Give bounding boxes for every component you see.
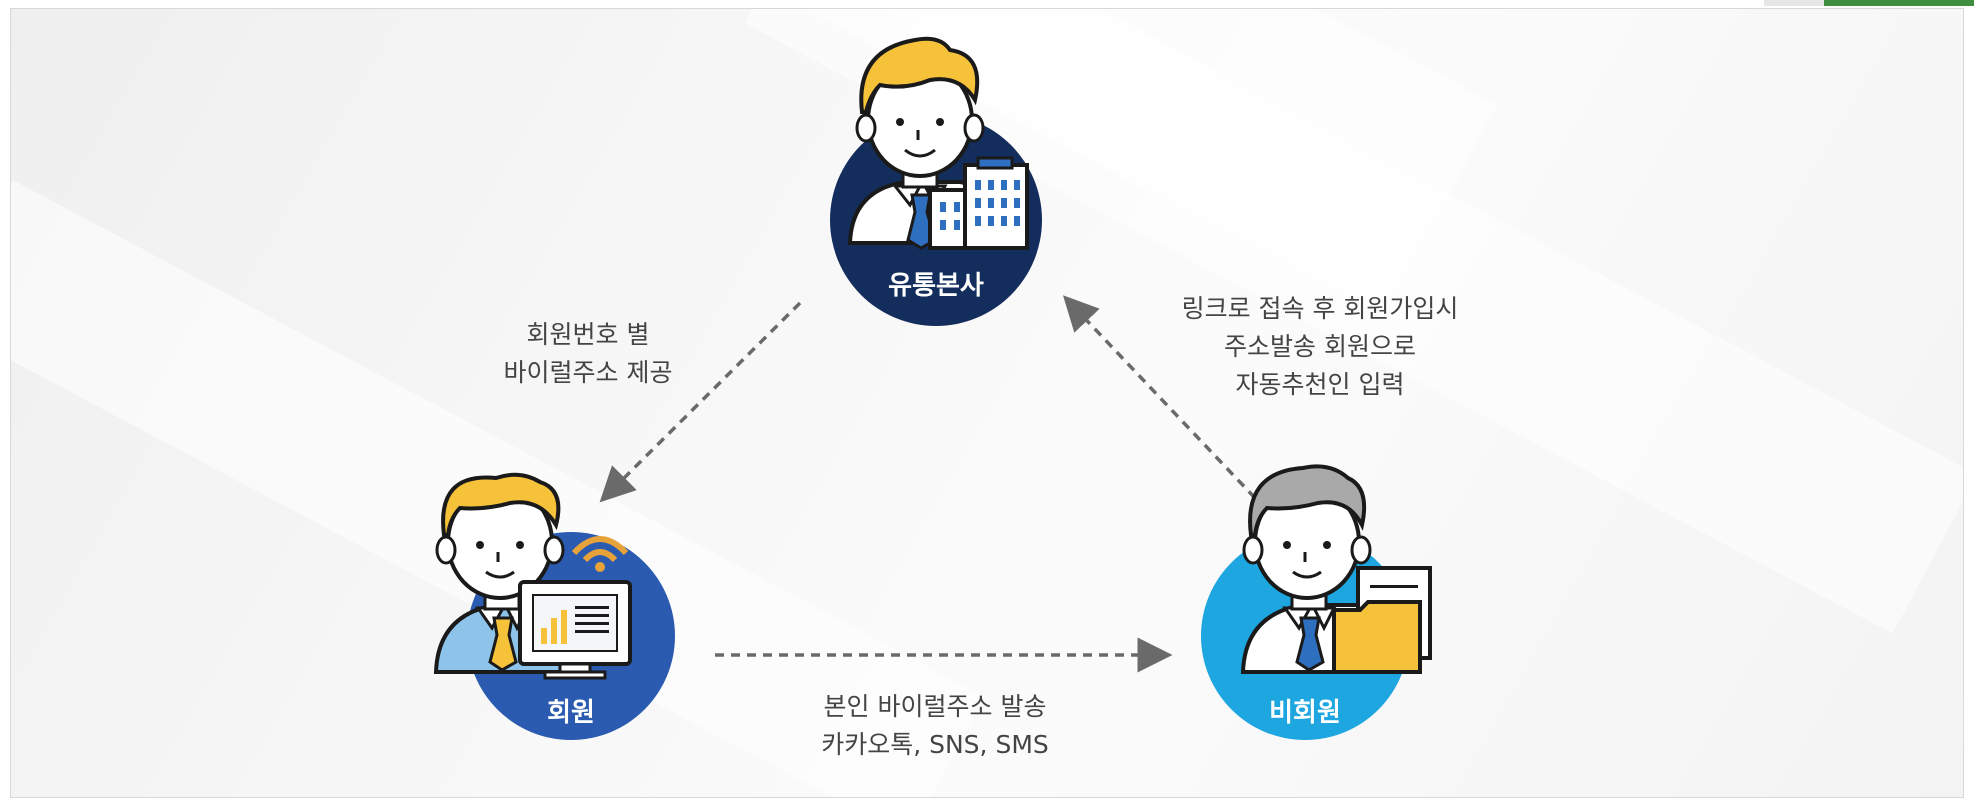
arrow-nonmember-to-hq: [1062, 295, 1257, 500]
caption-member-to-nonmember: 본인 바이럴주소 발송 카카오톡, SNS, SMS: [780, 688, 1090, 764]
node-nonmember: [1201, 464, 1432, 740]
caption-hq-to-member: 회원번호 별 바이럴주소 제공: [458, 316, 718, 392]
caption-line: 자동추천인 입력: [1235, 370, 1405, 399]
arrow-hq-to-member: [599, 301, 802, 503]
node-hq: [830, 36, 1042, 326]
corner-tab-green: [1824, 0, 1974, 6]
building-icon: [928, 156, 1029, 250]
monitor-icon: [518, 580, 632, 680]
node-label-nonmember: 비회원: [1269, 698, 1341, 728]
caption-line: 바이럴주소 제공: [503, 358, 673, 387]
node-label-member: 회원: [547, 698, 595, 728]
caption-line: 카카오톡, SNS, SMS: [821, 730, 1049, 759]
corner-tab-gray: [1764, 0, 1824, 6]
caption-line: 주소발송 회원으로: [1224, 332, 1416, 361]
folder-icon: [1332, 566, 1432, 674]
caption-line: 회원번호 별: [526, 320, 650, 349]
wifi-icon: [571, 536, 629, 572]
caption-line: 본인 바이럴주소 발송: [823, 692, 1047, 721]
node-label-hq: 유통본사: [888, 271, 984, 301]
node-member: [433, 472, 675, 740]
caption-nonmember-to-hq: 링크로 접속 후 회원가입시 주소발송 회원으로 자동추천인 입력: [1150, 290, 1490, 404]
caption-line: 링크로 접속 후 회원가입시: [1181, 294, 1459, 323]
